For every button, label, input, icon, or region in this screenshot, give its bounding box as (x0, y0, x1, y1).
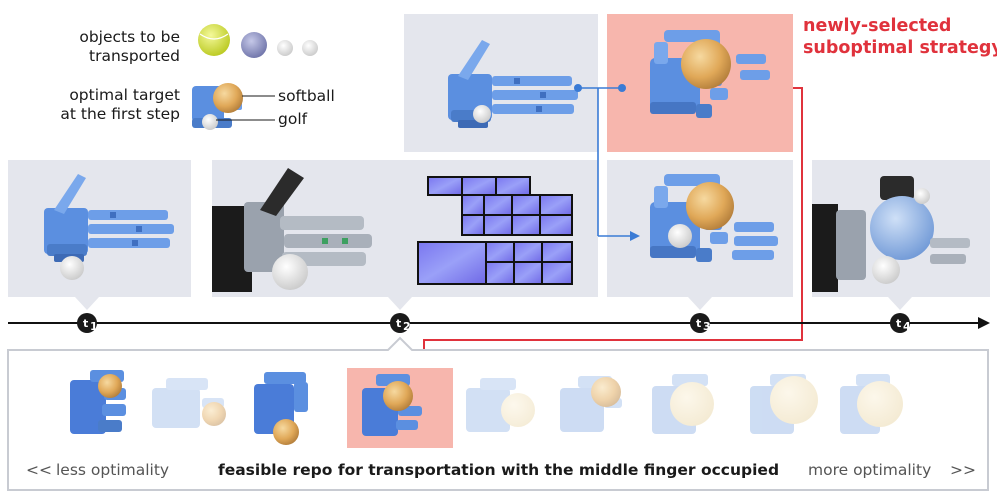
golf-ball-t3-icon (668, 224, 692, 248)
repo-item-8 (750, 374, 818, 434)
tennis-ball-icon (198, 24, 230, 56)
note-line-1: newly-selected (803, 16, 952, 36)
real-golf-ball-icon (272, 254, 308, 290)
hand-grip-top (650, 30, 770, 118)
tick-t2: t 2 (390, 313, 411, 333)
legend-target (192, 83, 243, 130)
tick-sub-t3: 3 (703, 320, 711, 333)
repo-item-6 (560, 376, 622, 432)
target-label: optimal target at the first step (30, 86, 180, 124)
panel-t1-pointer (75, 297, 99, 310)
repo-item-4-selected (362, 374, 422, 436)
tick-label-t2: t (396, 317, 401, 330)
real-hand-t2 (212, 168, 372, 292)
golf-label: golf (278, 110, 308, 128)
legend-softball-icon (213, 83, 243, 113)
tick-t3: t 3 (690, 313, 711, 333)
connector-end-dot (618, 84, 626, 92)
panel-t2-pointer (388, 297, 412, 310)
legend-objects (198, 24, 318, 58)
timeline-arrowhead-icon (978, 317, 990, 329)
strategy-connector (423, 87, 803, 362)
blue-ball-icon (241, 32, 267, 58)
objects-label-line-2: transported (89, 47, 180, 65)
tactile-map (417, 176, 573, 285)
golf-ball-t4-icon (872, 256, 900, 284)
softball-icon (681, 39, 731, 89)
branch-connector (578, 87, 632, 237)
tick-sub-t1: 1 (90, 320, 98, 333)
connector-start-dot (574, 84, 582, 92)
more-optimality-label: more optimality (808, 461, 932, 479)
tick-sub-t4: 4 (903, 320, 911, 333)
tick-t4: t 4 (890, 313, 911, 333)
repo-item-2 (152, 378, 226, 428)
repo-box (7, 336, 989, 491)
softball-t3-icon (686, 182, 734, 230)
suboptimal-strategy-note: newly-selected suboptimal strategy (803, 15, 997, 59)
repo-caption-text: feasible repo for transportation with th… (217, 461, 780, 479)
more-arrows: >> (950, 461, 976, 479)
softball-label: softball (278, 87, 335, 105)
white-ball-small-2-icon (302, 40, 318, 56)
tick-label-t3: t (696, 317, 701, 330)
big-blue-ball-icon (870, 196, 934, 260)
note-line-2: suboptimal strategy (803, 38, 997, 58)
objects-label-line-1: objects to be (79, 28, 180, 46)
connector-arrowhead-icon (630, 231, 640, 241)
legend-golf-icon (202, 114, 218, 130)
repo-caption: feasible repo for transportation with th… (0, 461, 997, 480)
hand-grip-t3 (650, 174, 778, 262)
real-hand-t4 (812, 176, 970, 292)
repo-item-5 (466, 378, 535, 432)
repo-strategies (70, 370, 903, 445)
objects-label: objects to be transported (40, 28, 180, 66)
repo-item-7 (652, 374, 714, 434)
hand-open-top (448, 40, 578, 128)
panel-t3-pointer (688, 297, 712, 310)
repo-item-1 (70, 370, 126, 434)
less-arrows: << (26, 461, 52, 479)
target-label-line-1: optimal target (69, 86, 180, 104)
tick-label-t1: t (83, 317, 88, 330)
tennis-seam-icon (199, 33, 229, 40)
golf-ball-t1-icon (60, 256, 84, 280)
less-optimality-label: less optimality (56, 461, 170, 479)
tick-t1: t 1 (77, 313, 98, 333)
golf-ball-icon (473, 105, 491, 123)
hand-open-t1 (44, 174, 174, 280)
tick-sub-t2: 2 (403, 320, 411, 333)
repo-item-9 (840, 374, 903, 434)
target-label-line-2: at the first step (60, 105, 180, 123)
repo-item-3 (254, 372, 308, 445)
panel-t4-pointer (888, 297, 912, 310)
white-ball-small-icon (277, 40, 293, 56)
tick-label-t4: t (896, 317, 901, 330)
